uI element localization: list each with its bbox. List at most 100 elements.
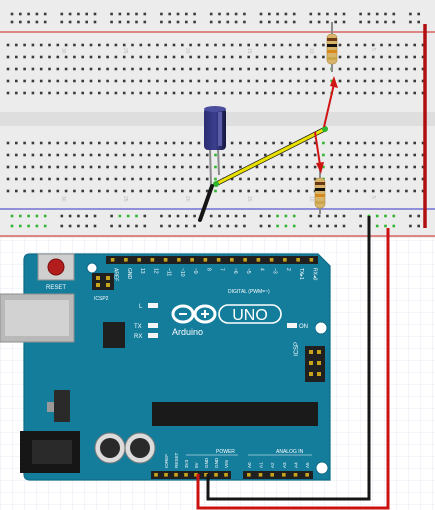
header-pin[interactable] [203,258,208,262]
header-pin[interactable] [174,473,178,477]
header-pin[interactable] [216,258,221,262]
breadboard-hole [405,177,408,181]
capacitor-lead-left [209,147,212,186]
voltage-regulator-icon [54,390,70,422]
header-pin[interactable] [194,473,198,477]
breadboard-hole [334,20,337,24]
breadboard-hole [73,177,76,181]
breadboard-hole [388,141,392,145]
breadboard-hole [164,67,167,71]
header-pin[interactable] [150,258,155,262]
breadboard-hole [73,153,76,157]
breadboard-hole [209,224,213,228]
breadboard-hole [39,153,43,157]
breadboard-hole [6,79,10,83]
breadboard-hole [243,214,246,218]
breadboard-hole [131,165,134,169]
breadboard-hole [218,224,221,228]
breadboard-hole [371,55,375,59]
analog-pin-label: A5 [305,462,310,468]
breadboard-hole [330,79,333,83]
breadboard-hole [6,165,10,169]
breadboard-hole [48,67,51,71]
header-pin[interactable] [309,258,314,262]
breadboard-hole [110,214,113,218]
breadboard-hole [48,165,51,169]
header-pin[interactable] [269,258,274,262]
header-pin[interactable] [110,258,115,262]
breadboard-hole [131,153,134,157]
black-jumper-wire[interactable] [198,184,214,222]
reset-button-cap-icon[interactable] [47,258,65,276]
breadboard-hole [48,79,51,83]
breadboard-hole [355,153,358,157]
breadboard-hole [255,141,259,145]
breadboard-hole [342,20,346,24]
header-pin[interactable] [296,258,300,262]
header-pin[interactable] [204,473,208,477]
yellow-wire-end [322,126,328,132]
breadboard-hole [288,79,292,83]
header-pin[interactable] [177,258,181,262]
led-tx-label: TX [134,324,142,330]
breadboard-hole [15,91,18,95]
header-pin[interactable] [258,473,263,477]
breadboard-hole [288,141,292,145]
header-pin[interactable] [154,473,158,477]
breadboard-hole [126,224,130,228]
breadboard-hole [81,79,84,83]
breadboard-hole [93,214,97,218]
breadboard-hole [27,224,30,228]
breadboard-hole [81,91,84,95]
header-pin[interactable] [214,473,218,477]
breadboard-hole [131,91,134,95]
red-wire-down[interactable] [314,131,321,166]
header-pin[interactable] [256,258,261,262]
breadboard-hole [347,177,350,181]
header-pin[interactable] [163,258,168,262]
red-5v-wire[interactable] [196,228,390,510]
resistor-bottom-icon [314,168,326,214]
header-pin[interactable] [137,258,141,262]
header-pin[interactable] [164,473,168,477]
breadboard-hole [239,67,242,71]
breadboard-hole [276,224,279,228]
breadboard-hole [164,55,167,59]
breadboard-hole [139,189,143,193]
header-pin[interactable] [247,473,251,477]
board-capacitor-top [130,438,150,458]
breadboard-hole [6,177,10,181]
breadboard-hole [284,214,288,218]
breadboard-hole [363,189,367,193]
breadboard-hole [292,224,296,228]
breadboard-hole [396,153,400,157]
led-tx-icon [148,323,158,328]
breadboard-hole [292,12,296,16]
breadboard-hole [363,177,367,181]
yellow-wire[interactable] [214,127,327,186]
header-pin[interactable] [283,258,287,262]
red-wire-up[interactable] [323,83,335,128]
header-pin[interactable] [190,258,194,262]
breadboard-hole [226,214,230,218]
header-pin[interactable] [293,473,298,477]
black-gnd-wire[interactable] [206,216,371,501]
breadboard-hole [64,91,68,95]
header-pin[interactable] [305,473,309,477]
header-pin[interactable] [270,473,274,477]
breadboard-hole [392,214,396,218]
analog-pin-label: A2 [270,462,275,468]
header-pin[interactable] [282,473,286,477]
header-pin[interactable] [124,258,128,262]
header-pin[interactable] [184,473,188,477]
digital-pin-label: AREF [113,268,119,281]
breadboard-hole [239,141,242,145]
header-pin[interactable] [243,258,247,262]
header-pin[interactable] [224,473,228,477]
header-pin[interactable] [230,258,234,262]
digital-pin-label: ~6 [232,268,238,274]
breadboard-hole [126,214,130,218]
breadboard-hole [367,20,371,24]
breadboard-hole [31,67,35,71]
